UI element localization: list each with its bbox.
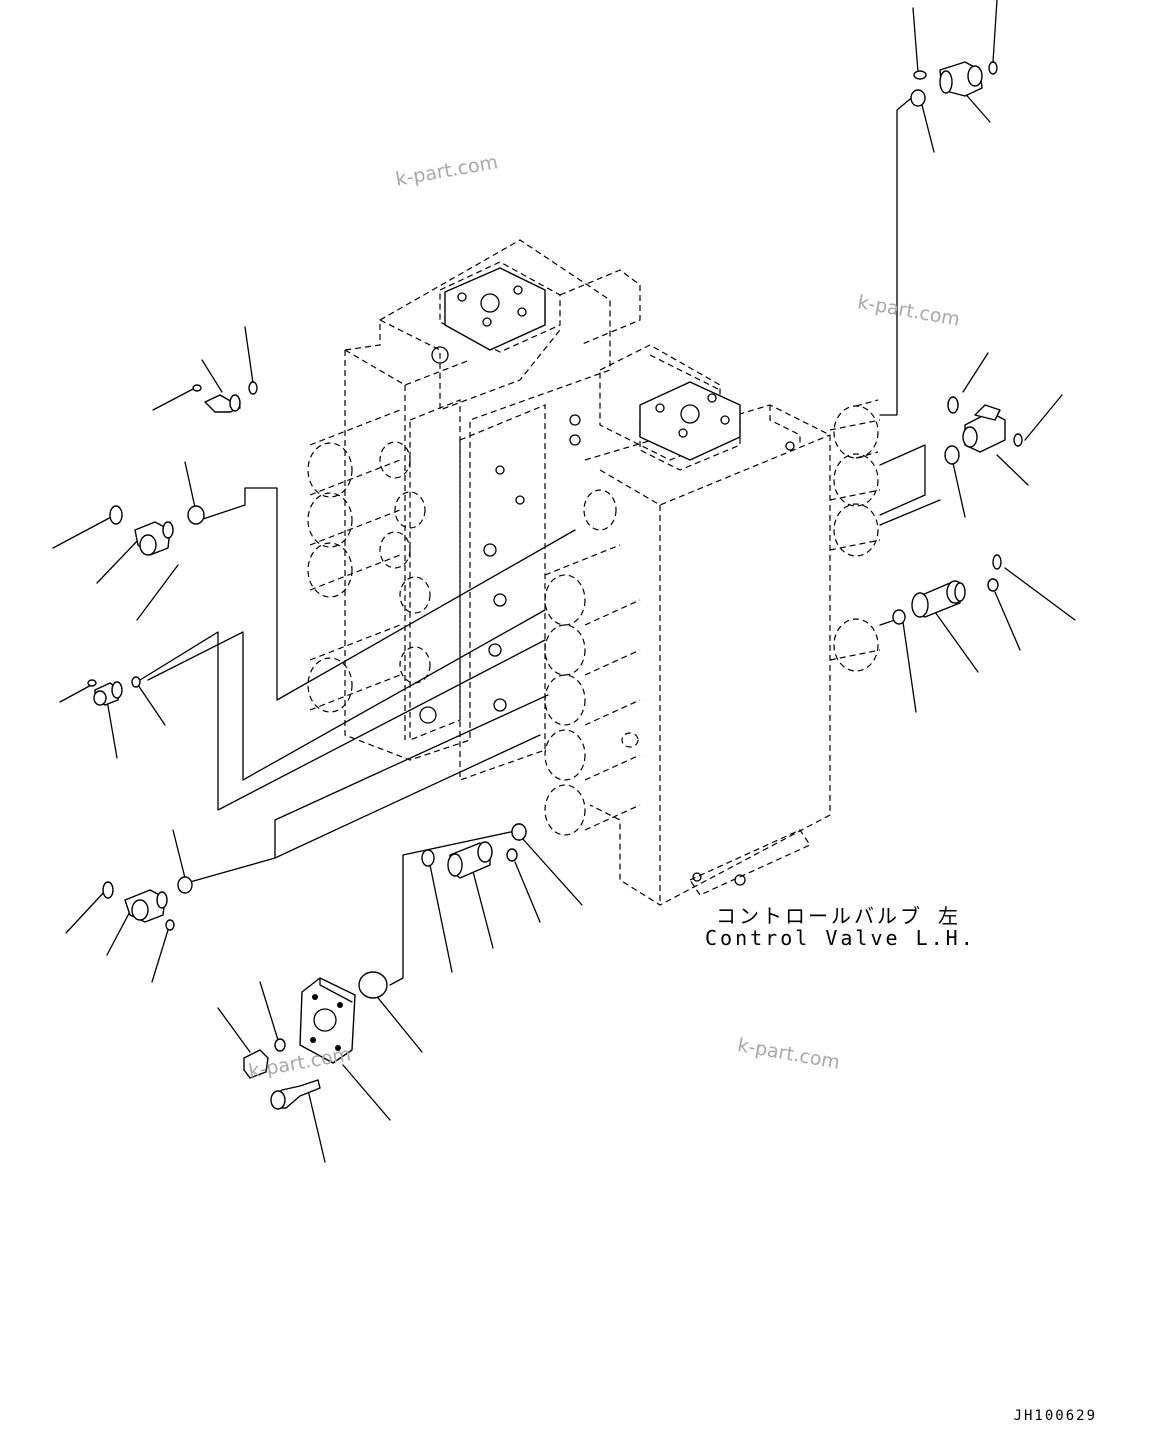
drawing-code: JH100629 <box>1013 1408 1097 1424</box>
elbow-fitting-right-upper <box>944 396 1023 465</box>
o-ring-front <box>511 823 527 841</box>
title-japanese: コントロールバルブ 左 <box>716 904 962 928</box>
connection-lines <box>139 94 941 986</box>
bolt-and-plug <box>243 971 388 1110</box>
elbow-fitting-left-middle <box>87 676 141 706</box>
straight-fitting-right <box>892 554 1002 625</box>
top-flange-plate-front <box>639 381 741 461</box>
control-valve-body <box>307 239 881 906</box>
callout-leaders <box>52 0 1076 1163</box>
fitting-top-right <box>910 61 998 107</box>
tee-fitting-left-lower <box>102 876 193 931</box>
title-english: Control Valve L.H. <box>705 926 976 950</box>
spool-plate-holes <box>483 414 581 712</box>
top-flange-plate-rear <box>444 267 546 351</box>
flange-block <box>299 977 356 1064</box>
elbow-fitting-left-upper <box>192 381 258 413</box>
tee-fitting-left <box>109 505 205 556</box>
